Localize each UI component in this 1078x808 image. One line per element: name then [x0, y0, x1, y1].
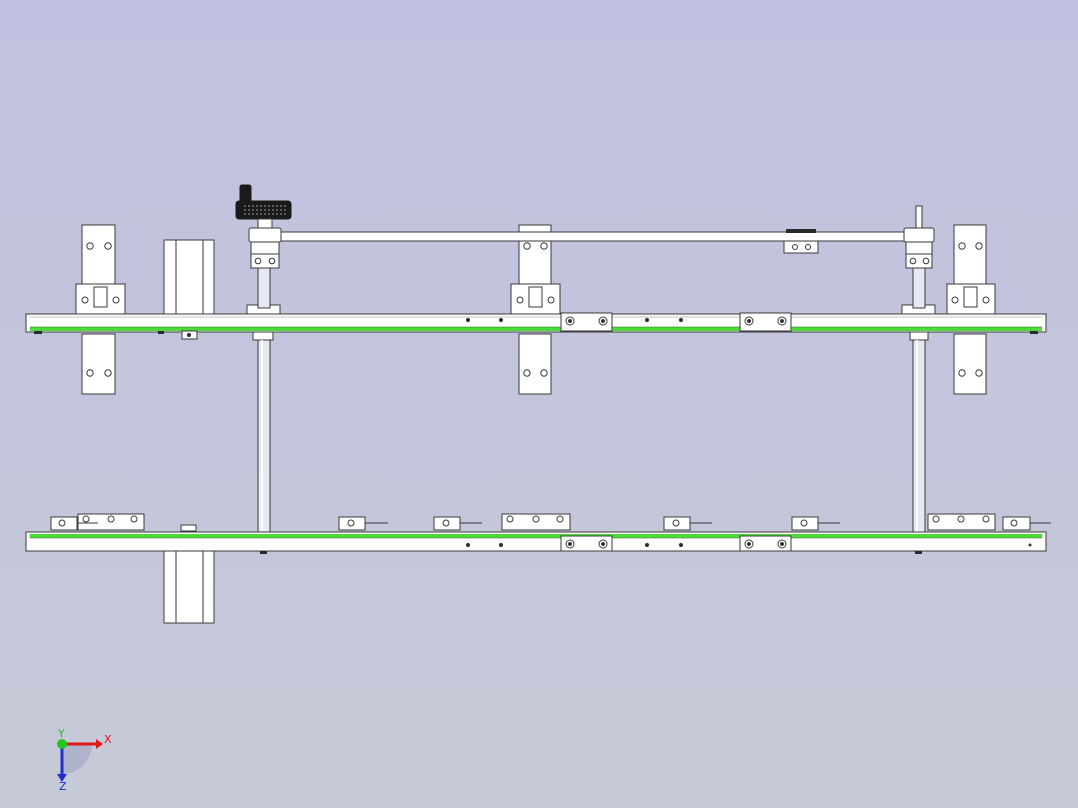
lower-clamp-left: [77, 513, 145, 531]
center-clamp-block: [510, 283, 561, 315]
sensor-4: [663, 516, 712, 531]
y-axis-dot: [57, 739, 67, 749]
right-bracket: [953, 224, 987, 395]
upper-tall-block: [163, 239, 215, 315]
upper-assembly: [25, 184, 1047, 395]
lower-clamp-center: [501, 513, 571, 531]
lower-clamp-right: [927, 513, 996, 531]
z-axis-label: Z: [59, 780, 67, 793]
right-clamp-block: [946, 283, 996, 315]
sensor-3: [433, 516, 482, 531]
left-shaft-upper: [257, 267, 271, 309]
y-axis-label: Y: [57, 727, 65, 740]
triad-shadow: [62, 744, 92, 774]
right-shaft-bushing: [909, 331, 929, 341]
upper-rail: [25, 312, 1047, 340]
handle-knob-icon: [239, 184, 252, 204]
x-axis-arrowhead: [96, 739, 103, 749]
right-pulley-assembly: [903, 205, 935, 269]
drive-bar: [275, 229, 909, 254]
handwheel-assembly: [235, 184, 292, 269]
sensor-1: [50, 516, 98, 531]
lower-tall-block: [163, 550, 215, 624]
left-bracket: [81, 224, 116, 395]
lower-small-tab: [180, 524, 197, 532]
left-shaft: [257, 339, 271, 533]
right-shaft-upper: [912, 267, 926, 309]
x-axis-label: X: [104, 733, 112, 746]
lower-assembly: [25, 513, 1051, 624]
sensor-2: [338, 516, 388, 531]
left-clamp-block: [75, 283, 126, 315]
lower-rail: [25, 531, 1047, 552]
z-axis-arrowhead: [57, 774, 67, 782]
right-shaft: [912, 339, 926, 533]
vertical-shafts: [257, 267, 926, 533]
left-shaft-bushing: [252, 331, 274, 341]
sensor-5: [791, 516, 840, 531]
coordinate-triad: X Y Z: [57, 727, 112, 793]
sensor-6: [1002, 516, 1051, 531]
